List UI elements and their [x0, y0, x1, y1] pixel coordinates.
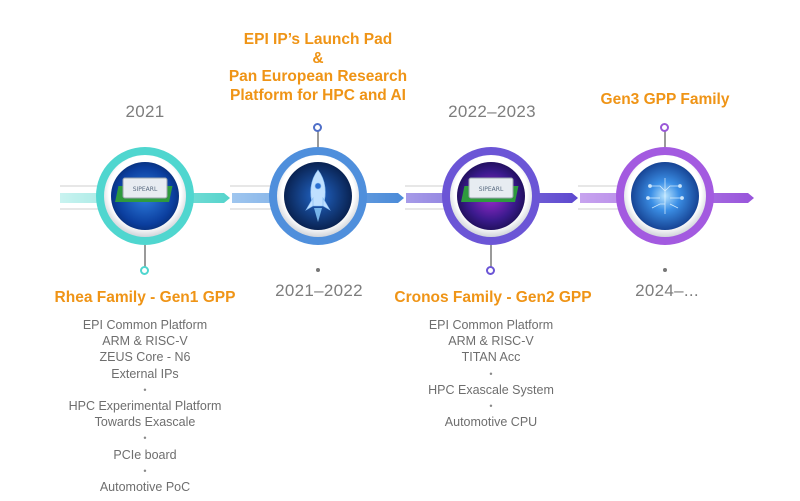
- detail-bullet: •: [143, 433, 147, 444]
- stem-4: [664, 131, 666, 147]
- detail-item: HPC Exascale System: [428, 382, 554, 397]
- detail-item: ARM & RISC-V: [102, 334, 188, 349]
- rocket-icon: [305, 169, 331, 222]
- details-list-3: EPI Common Platform ARM & RISC-V TITAN A…: [391, 317, 591, 430]
- milestone-circle-1: SIPEARL: [96, 147, 194, 245]
- year-label-1: 2021: [125, 102, 165, 121]
- detail-item: TITAN Acc: [461, 350, 521, 365]
- milestone-circle-4: [616, 147, 714, 245]
- detail-bullet: •: [143, 465, 147, 476]
- milestone-title-2-line-1: EPI IP’s Launch Pad: [243, 31, 393, 48]
- detail-item: Automotive CPU: [444, 415, 538, 430]
- circuit-brain-icon: [646, 178, 684, 214]
- detail-bullet: •: [489, 368, 493, 379]
- milestone-circle-3: SIPEARL: [442, 147, 540, 245]
- detail-bullet: •: [143, 384, 147, 395]
- chip-label-3: SIPEARL: [479, 186, 504, 193]
- detail-bullet: •: [489, 401, 493, 412]
- detail-item: EPI Common Platform: [428, 318, 554, 332]
- milestone-dot-4: [660, 123, 669, 132]
- milestone-dot-3: [486, 266, 495, 275]
- milestone-tick-2: [316, 268, 320, 272]
- detail-item: Automotive PoC: [99, 480, 191, 495]
- milestone-title-2-line-3: Pan European Research: [228, 68, 408, 85]
- detail-item: Towards Exascale: [94, 415, 196, 430]
- detail-item: PCIe board: [113, 447, 177, 462]
- milestone-dot-1: [140, 266, 149, 275]
- detail-item: ZEUS Core - N6: [99, 350, 191, 365]
- year-label-2: 2021–2022: [275, 281, 363, 300]
- year-label-4: 2024–...: [635, 281, 699, 300]
- milestone-title-3: Cronos Family - Gen2 GPP: [394, 289, 592, 306]
- year-label-3: 2022–2023: [448, 102, 536, 121]
- stem-2: [317, 131, 319, 147]
- milestone-title-2: EPI IP’s Launch Pad & Pan European Resea…: [208, 31, 428, 105]
- milestone-title-2-line-4: Platform for HPC and AI: [230, 86, 406, 104]
- stem-1: [144, 245, 146, 267]
- details-list-1: EPI Common Platform ARM & RISC-V ZEUS Co…: [45, 317, 245, 495]
- detail-item: ARM & RISC-V: [448, 334, 534, 349]
- detail-item: EPI Common Platform: [82, 318, 208, 332]
- milestone-circle-2: [269, 147, 367, 245]
- detail-item: HPC Experimental Platform: [68, 399, 222, 414]
- milestone-tick-4: [663, 268, 667, 272]
- milestone-title-4: Gen3 GPP Family: [585, 91, 745, 109]
- milestone-title-2-line-2: &: [312, 49, 324, 67]
- detail-item: External IPs: [111, 366, 179, 381]
- milestone-title-1: Rhea Family - Gen1 GPP: [54, 289, 236, 306]
- stem-3: [490, 245, 492, 267]
- milestone-dot-2: [313, 123, 322, 132]
- chip-label-1: SIPEARL: [133, 186, 158, 193]
- milestone-title-4-line-1: Gen3 GPP Family: [600, 91, 730, 108]
